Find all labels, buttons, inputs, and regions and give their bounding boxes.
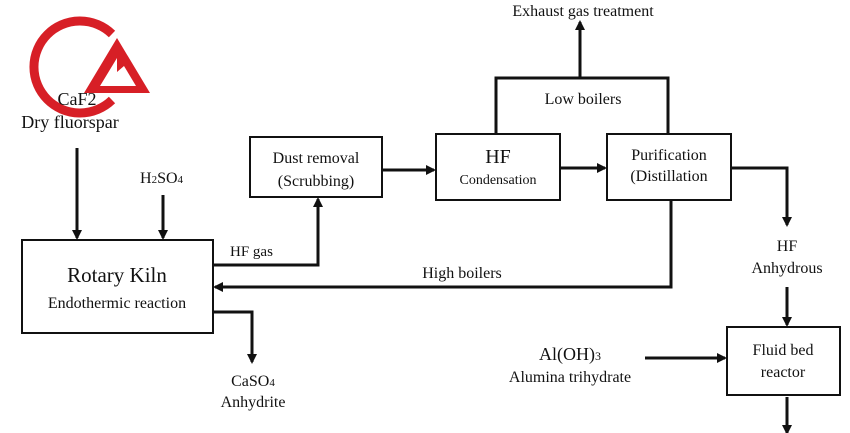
company-logo: [29, 16, 150, 118]
rotary-kiln-box: Rotary Kiln Endothermic reaction: [21, 239, 214, 334]
anhydrous-label: Anhydrous: [751, 260, 822, 277]
caf2-label: CaF2: [57, 89, 96, 109]
caso4-label: CaSO4: [231, 373, 275, 390]
fluid-bed-reactor-box: Fluid bed reactor: [726, 326, 841, 396]
hf-gas-label: HF gas: [230, 244, 273, 260]
low-boilers-label: Low boilers: [545, 91, 622, 108]
low-boilers-line: [494, 76, 670, 134]
rotary-kiln-title: Rotary Kiln: [67, 263, 167, 287]
caso4-arrow: [213, 310, 257, 364]
rotary-kiln-subtitle: Endothermic reaction: [48, 295, 186, 312]
purification-box: Purification (Distillation: [606, 133, 732, 201]
anhydrite-label: Anhydrite: [221, 394, 286, 411]
hf-condensation-box: HF Condensation: [435, 133, 561, 201]
fluid-bed-subtitle: reactor: [761, 364, 806, 381]
purification-subtitle: (Distillation: [630, 168, 707, 185]
hf-gas-arrow: [213, 197, 323, 267]
flow-arrows: [72, 20, 792, 433]
dust-removal-box: Dust removal (Scrubbing): [249, 136, 383, 198]
dust-removal-subtitle: (Scrubbing): [278, 173, 354, 190]
alumina-trihydrate-label: Alumina trihydrate: [509, 369, 631, 386]
purification-title: Purification: [631, 147, 707, 164]
exhaust-gas-label: Exhaust gas treatment: [512, 3, 654, 20]
aloh3-label: Al(OH)3: [539, 344, 601, 365]
hf-condensation-subtitle: Condensation: [460, 173, 537, 188]
high-boilers-arrow: [213, 200, 673, 292]
dry-fluorspar-label: Dry fluorspar: [21, 112, 118, 132]
hf-label: HF: [777, 238, 798, 255]
hf-condensation-title: HF: [485, 146, 511, 168]
fluid-bed-title: Fluid bed: [753, 342, 814, 359]
high-boilers-label: High boilers: [422, 265, 502, 282]
hf-anhydrous-out-arrow: [731, 166, 792, 227]
h2so4-label: H2SO4: [140, 170, 184, 187]
dust-removal-title: Dust removal: [273, 150, 360, 167]
